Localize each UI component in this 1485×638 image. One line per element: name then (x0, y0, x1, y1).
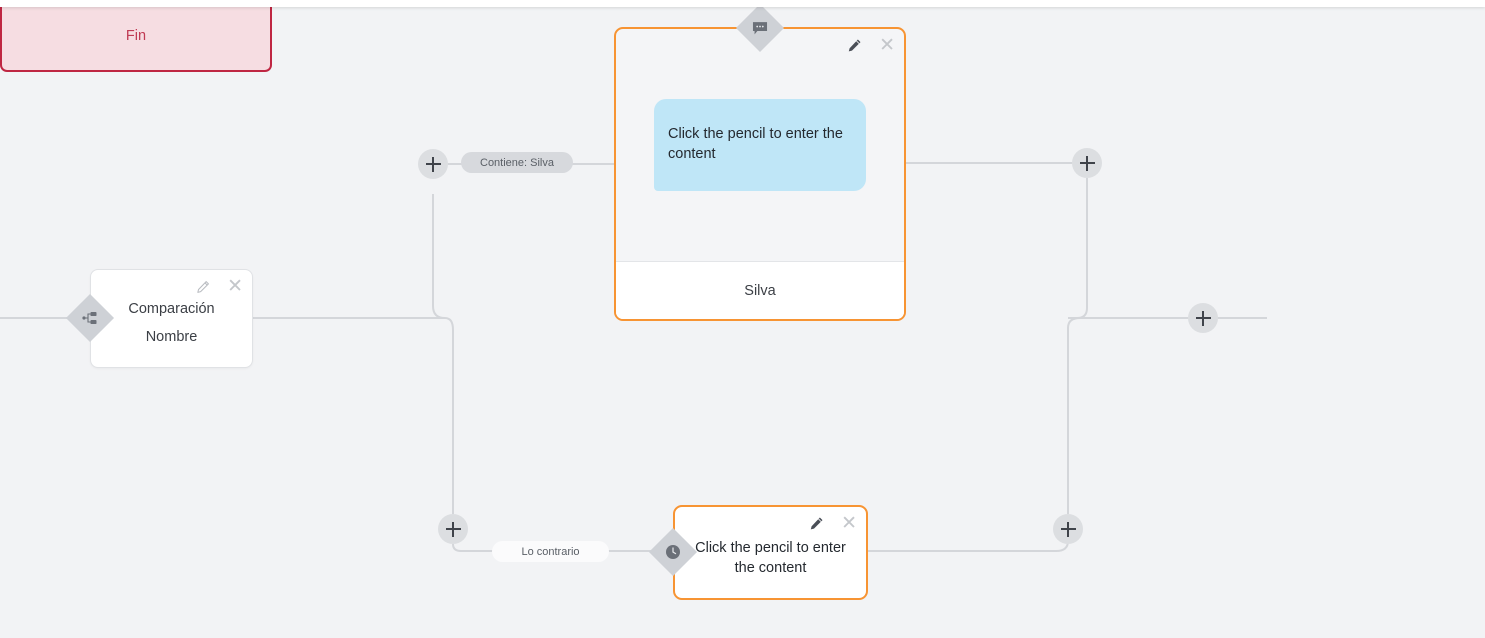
edge-wait-to-plus (868, 540, 1069, 552)
message-bubble-text: Click the pencil to enter the content (668, 126, 843, 162)
add-button-false-branch[interactable] (438, 514, 468, 544)
comparison-node-actions: ✕ (196, 277, 243, 296)
speech-bubble-icon (752, 21, 769, 36)
wait-node[interactable]: ✕ Click the pencil to enter the content (673, 505, 868, 600)
message-node-footer: Silva (616, 261, 904, 319)
branch-icon (82, 311, 98, 325)
message-node-footer-label: Silva (744, 282, 776, 299)
edge-label-lo-contrario[interactable]: Lo contrario (492, 541, 609, 562)
close-icon[interactable]: ✕ (879, 35, 895, 56)
end-node[interactable]: Fin (0, 0, 272, 72)
edge-wait-plus-up (1067, 317, 1081, 514)
pencil-icon[interactable] (196, 280, 210, 294)
message-node[interactable]: ✕ Click the pencil to enter the content … (614, 27, 906, 321)
comparison-node-subtitle: Nombre (145, 329, 198, 345)
add-button-after-message[interactable] (1072, 148, 1102, 178)
add-button-after-wait[interactable] (1053, 514, 1083, 544)
clock-icon (665, 544, 681, 560)
edge-merge-vertical-top (1076, 178, 1088, 319)
message-node-body: Click the pencil to enter the content (616, 29, 904, 261)
edge-false-branch-down (444, 317, 454, 514)
edge-true-branch-up (432, 194, 446, 319)
edge-label-contiene[interactable]: Contiene: Silva (461, 152, 573, 173)
speech-bubble-badge (735, 3, 785, 53)
toolbar-strip (0, 0, 1485, 7)
comparison-node[interactable]: ✕ Comparación Nombre (90, 269, 253, 368)
pencil-icon[interactable] (847, 38, 862, 53)
wait-node-actions: ✕ (809, 514, 857, 533)
wait-node-text: Click the pencil to enter the content (695, 539, 846, 576)
add-button-before-end[interactable] (1188, 303, 1218, 333)
close-icon[interactable]: ✕ (841, 513, 857, 534)
message-node-actions: ✕ (847, 36, 895, 55)
pencil-icon[interactable] (809, 516, 824, 531)
comparison-node-title: Comparación (128, 300, 215, 317)
add-button-true-branch[interactable] (418, 149, 448, 179)
branch-badge (65, 293, 115, 343)
message-bubble[interactable]: Click the pencil to enter the content (654, 99, 866, 191)
end-node-label: Fin (125, 28, 147, 44)
close-icon[interactable]: ✕ (227, 276, 243, 297)
